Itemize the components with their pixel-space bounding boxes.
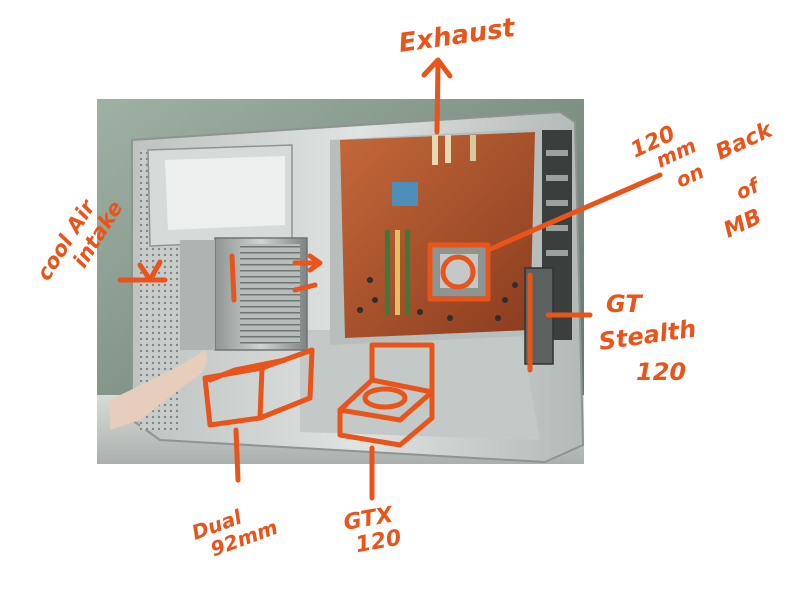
pci-slot — [432, 135, 438, 165]
exhaust-arrow-shaft — [434, 59, 441, 135]
chipset-cluster — [392, 182, 418, 206]
label-gtx-120: GTX 120 — [342, 502, 404, 558]
drive-cage-face — [165, 156, 285, 230]
cpu-fan-hub — [440, 254, 476, 290]
side-bracket — [180, 240, 215, 350]
gtx-fan — [362, 386, 408, 410]
label-dual-92mm: Dual 92mm — [189, 504, 281, 561]
svg-text:GT: GT — [606, 290, 643, 318]
ram-slot — [395, 230, 400, 315]
airflow-arrow — [292, 282, 318, 293]
svg-text:of: of — [732, 172, 765, 204]
pci-slot — [470, 135, 476, 161]
exhaust-arrow-head — [421, 57, 453, 79]
label-exhaust: Exhaust — [397, 13, 519, 59]
gtx-box-back — [369, 342, 435, 395]
dual-fan-box-top — [207, 357, 288, 383]
ram-slot — [405, 230, 410, 315]
pci-slot — [445, 135, 451, 163]
svg-text:MB: MB — [720, 204, 766, 243]
heatsink-fins — [240, 244, 300, 344]
mb-fan-leader — [485, 172, 663, 253]
svg-text:Stealth: Stealth — [597, 315, 698, 356]
hand — [110, 350, 207, 430]
label-gt-stealth: GT Stealth 120 — [597, 290, 698, 386]
svg-text:120: 120 — [636, 358, 686, 386]
annotation-strokes — [117, 57, 663, 501]
ram-slot — [385, 230, 390, 315]
intake-arrow-head — [137, 259, 163, 283]
heatsink-marker — [229, 253, 237, 303]
gtx-box-side — [337, 389, 435, 448]
cpu-fan-outline — [427, 242, 491, 302]
svg-text:Back: Back — [712, 117, 778, 165]
dual-fan-leader — [233, 427, 241, 483]
airflow-arrow — [292, 253, 323, 273]
